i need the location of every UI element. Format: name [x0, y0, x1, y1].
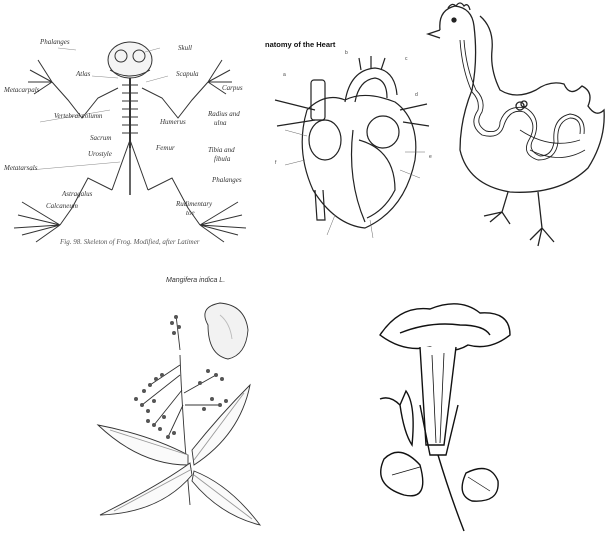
datura-flower-panel [360, 295, 540, 535]
label-atlas: Atlas [76, 70, 90, 78]
hen-drawing [420, 0, 608, 250]
heart-num-2: b [345, 50, 348, 56]
label-vertebral-column: Vertebral column [54, 112, 102, 120]
mango-panel: Mangifera indica L. [80, 275, 280, 537]
label-tibia-fibula-1: Tibia and [208, 146, 235, 154]
label-radius-ulna-2: ulna [214, 119, 226, 127]
label-scapula: Scapula [176, 70, 199, 78]
label-metatarsals: Metatarsals [4, 164, 37, 172]
mango-drawing [80, 275, 280, 537]
frog-skeleton-panel: Phalanges Skull Metacarpals Atlas Scapul… [0, 30, 250, 250]
label-femur: Femur [156, 144, 175, 152]
label-radius-ulna-1: Radius and [208, 110, 240, 118]
label-astragalus: Astragalus [62, 190, 92, 198]
label-sacrum: Sacrum [90, 134, 111, 142]
label-rudimentary-toe-2: toe [186, 209, 195, 217]
frog-skeleton-drawing [0, 30, 250, 250]
heart-num-4: d [415, 92, 418, 98]
label-carpus: Carpus [222, 84, 243, 92]
label-skull: Skull [178, 44, 192, 52]
label-tibia-fibula-2: fibula [214, 155, 230, 163]
label-urostyle: Urostyle [88, 150, 112, 158]
hen-digestive-panel [420, 0, 608, 250]
heart-anatomy-panel: natomy of the Heart a b c d [255, 40, 435, 240]
label-phalanges-top: Phalanges [40, 38, 70, 46]
label-phalanges-bottom: Phalanges [212, 176, 242, 184]
label-metacarpals: Metacarpals [4, 86, 39, 94]
label-calcaneum: Calcaneum [46, 202, 78, 210]
datura-drawing [360, 295, 540, 535]
heart-num-6: f [275, 160, 277, 166]
label-humerus: Humerus [160, 118, 186, 126]
label-rudimentary-toe-1: Rudimentary [176, 200, 212, 208]
heart-num-3: c [405, 56, 408, 62]
frog-caption: Fig. 98. Skeleton of Frog. Modified, aft… [60, 238, 200, 246]
heart-drawing: a b c d e f [255, 40, 435, 240]
heart-num-1: a [283, 72, 286, 78]
